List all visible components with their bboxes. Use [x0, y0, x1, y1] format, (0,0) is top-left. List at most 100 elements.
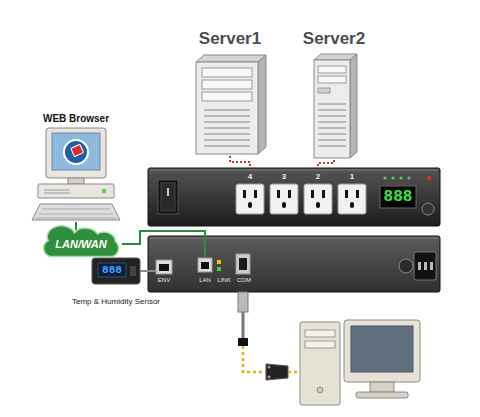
- outlet-number: 1: [342, 171, 362, 182]
- node-label: Temp & Humidity Sensor: [52, 296, 180, 307]
- outlet-ground: [316, 202, 320, 208]
- function-button: [422, 203, 434, 215]
- inlet-pin: [424, 262, 427, 270]
- chassis-highlight: [150, 238, 438, 239]
- pc-tower: [300, 322, 340, 405]
- server-label: Server2: [292, 28, 376, 50]
- cloud-label: LAN/WAN: [40, 230, 122, 258]
- outlet-ground: [350, 202, 354, 208]
- desktop-case: [38, 184, 114, 198]
- status-led: [407, 176, 410, 179]
- power-inlet: [414, 252, 436, 280]
- outlet: [304, 184, 332, 214]
- sensor-body: [92, 258, 140, 284]
- console-cable: [242, 312, 245, 338]
- status-led: [399, 176, 402, 179]
- server-top: [196, 55, 266, 62]
- sensor-cable: [140, 270, 148, 272]
- port-socket: [159, 264, 169, 271]
- outlet: [236, 184, 264, 214]
- node-label: WEB Browser: [26, 112, 126, 125]
- outlet-slot: [322, 190, 325, 198]
- outlet-slot: [288, 190, 291, 198]
- server-front: [314, 60, 350, 158]
- monitor: [46, 128, 106, 178]
- server-side: [350, 54, 357, 158]
- connector-screw: [268, 376, 271, 379]
- outlet-ground: [248, 202, 252, 208]
- power-led: [102, 189, 107, 194]
- server-front: [196, 62, 258, 154]
- port-socket: [201, 262, 209, 269]
- outlet-slot: [254, 190, 257, 198]
- switch-mark: [167, 188, 169, 196]
- pdu-front-chassis: [148, 168, 440, 226]
- db9-connector: [266, 364, 288, 380]
- network-cloud: LAN/WAN: [40, 230, 122, 258]
- com-port: [236, 254, 250, 274]
- pdu-rear-panel: ENV LANLINKCOM: [148, 236, 440, 292]
- status-led: [383, 176, 386, 179]
- drive-bay: [305, 341, 335, 348]
- sensor-cable: [148, 270, 156, 272]
- console-plug: [238, 292, 248, 312]
- server-node: Server2: [292, 28, 376, 160]
- ferrite-core: [238, 338, 248, 346]
- port-label: ENV: [152, 276, 176, 284]
- server-vents: [204, 110, 250, 146]
- pc-monitor: [344, 320, 420, 382]
- outlet: [270, 184, 298, 214]
- network-link: [122, 231, 205, 244]
- lan-port: [198, 258, 212, 272]
- power-cord: [230, 156, 250, 168]
- outlet-number: 2: [308, 171, 328, 182]
- lan-cable: [204, 236, 206, 258]
- server-vents: [318, 104, 346, 146]
- drive-bay: [318, 76, 346, 83]
- link-led: [217, 267, 221, 271]
- pc-power-button: [317, 387, 323, 393]
- browser-logo-tag: [71, 144, 84, 156]
- monitor-stand: [370, 382, 394, 392]
- pc-screen: [351, 326, 413, 372]
- outlet-number: 4: [240, 171, 260, 182]
- env-port: [156, 260, 172, 274]
- monitor-neck: [68, 178, 84, 184]
- link-led: [217, 260, 221, 264]
- outlet-slot: [277, 190, 280, 198]
- keyboard-keys: [36, 209, 116, 218]
- sensor-display-value: 888: [98, 263, 126, 277]
- keyboard: [32, 204, 120, 220]
- status-window: [318, 88, 330, 93]
- server-node: Server1: [188, 28, 272, 156]
- chassis-highlight: [150, 170, 438, 171]
- server-side: [258, 55, 266, 154]
- connector-screw: [268, 366, 271, 369]
- serial-cable: [288, 371, 300, 374]
- outlet-ground: [282, 202, 286, 208]
- outlet-slot: [311, 190, 314, 198]
- port-label: COM: [235, 276, 253, 284]
- browser-logo: [64, 140, 88, 164]
- monitor-base: [356, 392, 408, 398]
- pdu-front-panel: 4 3 2 1 888: [148, 168, 440, 226]
- led-display: 888: [380, 186, 416, 208]
- pdu-rear-chassis: [148, 236, 440, 292]
- power-switch: [158, 180, 178, 214]
- outlet-slot: [345, 190, 348, 198]
- switch-rocker: [161, 183, 175, 211]
- inlet-pin: [418, 262, 421, 270]
- network-link: [75, 222, 77, 230]
- reset-knob: [399, 259, 413, 273]
- screen: [52, 133, 100, 170]
- port-label: LINK: [215, 276, 233, 284]
- port-label: LAN: [196, 276, 214, 284]
- drive-bay: [318, 66, 346, 73]
- alarm-led: [427, 176, 431, 180]
- led-display-window: [380, 186, 416, 208]
- inlet-pin: [430, 262, 433, 270]
- power-cord: [318, 160, 334, 168]
- outlet-number: 3: [274, 171, 294, 182]
- sensor-button: [130, 266, 136, 276]
